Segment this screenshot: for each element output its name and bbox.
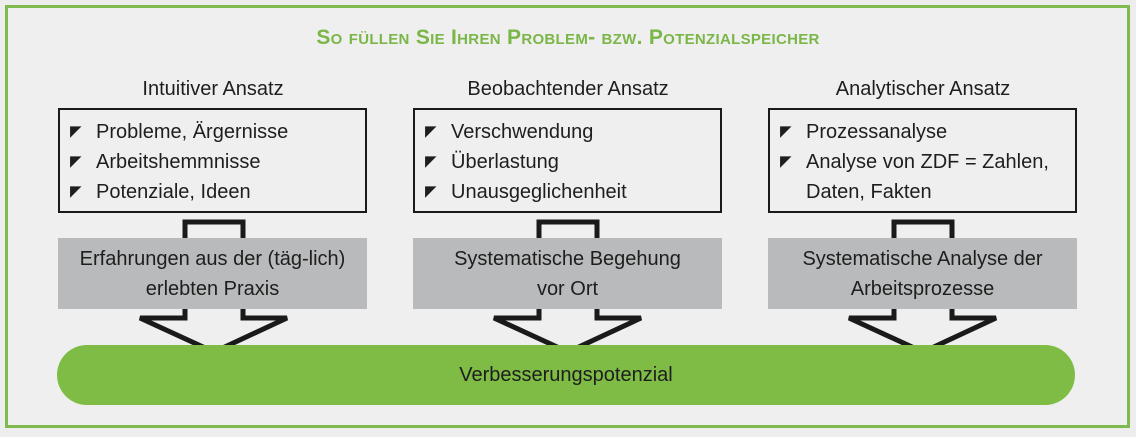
triangle-bullet-icon: ◤ <box>70 153 82 170</box>
result-bar: Verbesserungspotenzial <box>57 345 1075 405</box>
list-item: ◤Analyse von ZDF = Zahlen, Daten, Fakten <box>780 147 1050 207</box>
items-box-intuitive: ◤Probleme, Ärgernisse ◤Arbeitshemmnisse … <box>58 108 367 213</box>
list-item: ◤Potenziale, Ideen <box>70 177 365 207</box>
list-item: ◤Unausgeglichenheit <box>425 177 720 207</box>
triangle-bullet-icon: ◤ <box>780 123 792 140</box>
triangle-bullet-icon: ◤ <box>70 123 82 140</box>
source-box-observational: Systematische Begehung vor Ort <box>413 238 722 309</box>
items-box-observational: ◤Verschwendung ◤Überlastung ◤Unausgeglic… <box>413 108 722 213</box>
triangle-bullet-icon: ◤ <box>425 183 437 200</box>
list-item: ◤Probleme, Ärgernisse <box>70 117 365 147</box>
triangle-bullet-icon: ◤ <box>70 183 82 200</box>
diagram-title: So füllen Sie Ihren Problem- bzw. Potenz… <box>316 26 820 49</box>
items-box-analytical: ◤Prozessanalyse ◤Analyse von ZDF = Zahle… <box>768 108 1077 213</box>
triangle-bullet-icon: ◤ <box>425 123 437 140</box>
heading-analytical: Analytischer Ansatz <box>835 78 1011 100</box>
heading-intuitive: Intuitiver Ansatz <box>142 78 284 100</box>
source-box-intuitive: Erfahrungen aus der (täg-lich) erlebten … <box>58 238 367 309</box>
list-item: ◤Prozessanalyse <box>780 117 1075 147</box>
list-item: ◤Arbeitshemmnisse <box>70 147 365 177</box>
triangle-bullet-icon: ◤ <box>780 153 792 170</box>
source-box-analytical: Systematische Analyse der Arbeitsprozess… <box>768 238 1077 309</box>
list-item: ◤Überlastung <box>425 147 720 177</box>
triangle-bullet-icon: ◤ <box>425 153 437 170</box>
list-item: ◤Verschwendung <box>425 117 720 147</box>
heading-observational: Beobachtender Ansatz <box>467 78 669 100</box>
